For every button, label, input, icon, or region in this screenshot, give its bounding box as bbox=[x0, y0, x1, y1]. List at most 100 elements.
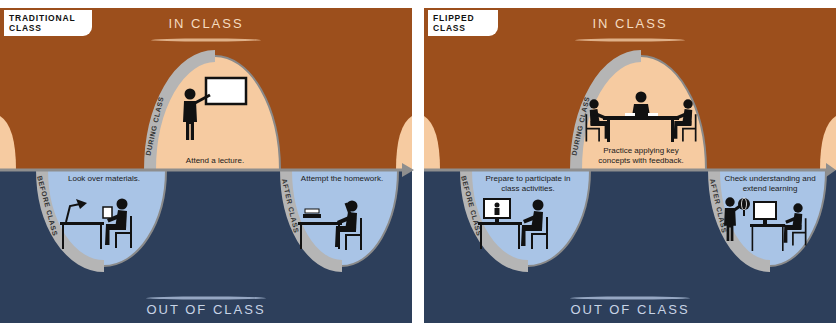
timeline-arrow bbox=[826, 163, 836, 177]
phase-description: Attend a lecture. bbox=[162, 156, 268, 166]
phase-pod: AFTER CLASSCheck understanding and exten… bbox=[714, 170, 826, 266]
review-illustration bbox=[742, 198, 747, 210]
review-illustration bbox=[750, 224, 785, 251]
group-work-illustration bbox=[674, 99, 696, 141]
phase-pod: BEFORE CLASSPrepare to participate in cl… bbox=[466, 170, 590, 266]
phase-pod-fill bbox=[150, 56, 280, 170]
lecture-illustration bbox=[183, 78, 246, 140]
review-illustration bbox=[743, 210, 745, 216]
phase-pod-outline bbox=[714, 170, 826, 266]
phase-description: Prepare to participate in class activiti… bbox=[480, 174, 576, 193]
edge-pod bbox=[396, 116, 412, 170]
reading-illustration bbox=[103, 207, 112, 218]
phase-pod-outline bbox=[576, 56, 706, 170]
homework-illustration bbox=[305, 209, 319, 213]
phase-pod-outline bbox=[286, 170, 398, 266]
title-glow bbox=[575, 39, 685, 42]
phase-pod-fill bbox=[466, 170, 590, 266]
lecture-illustration bbox=[183, 89, 197, 141]
phase-pod: AFTER CLASSAttempt the homework. bbox=[286, 170, 398, 266]
phase-pod-fill bbox=[42, 170, 166, 266]
review-illustration bbox=[784, 203, 806, 245]
phase-pod-fill bbox=[576, 56, 706, 170]
badge-label: TRADITIONAL CLASS bbox=[9, 13, 86, 33]
phase-pod-fill bbox=[714, 170, 826, 266]
review-illustration bbox=[763, 219, 767, 224]
phase-description: Check understanding and extend learning bbox=[722, 174, 818, 193]
title-glow bbox=[570, 39, 690, 300]
band-title: OUT OF CLASS bbox=[424, 302, 836, 317]
phase-pod: BEFORE CLASSLook over materials. bbox=[42, 170, 166, 266]
badge-label: FLIPPED CLASS bbox=[433, 13, 492, 33]
edge-pod bbox=[424, 116, 836, 170]
phase-pod-outline bbox=[150, 56, 280, 170]
edge-pod bbox=[0, 116, 16, 170]
review-illustration bbox=[724, 197, 736, 241]
phase-pod: DURING CLASSPractice applying key concep… bbox=[576, 56, 706, 170]
phase-pod-shape bbox=[42, 170, 166, 266]
class-type-badge: TRADITIONAL CLASS bbox=[4, 10, 92, 36]
computer-illustration bbox=[478, 222, 522, 249]
group-work-illustration bbox=[648, 113, 658, 116]
homework-illustration bbox=[298, 222, 342, 249]
title-glow bbox=[146, 39, 266, 300]
reading-illustration bbox=[66, 204, 80, 222]
title-glow bbox=[570, 297, 690, 300]
group-work-illustration bbox=[625, 113, 635, 116]
reading-illustration bbox=[105, 199, 131, 249]
computer-illustration bbox=[495, 208, 500, 215]
out-of-class-band: OUT OF CLASS BEFORE CLASSPrepare to parti… bbox=[424, 170, 836, 323]
phase-description: Attempt the homework. bbox=[294, 174, 390, 184]
phase-pod-shape bbox=[150, 56, 280, 170]
computer-illustration bbox=[495, 203, 500, 208]
timeline-arrow bbox=[0, 169, 404, 172]
timeline-arrow bbox=[424, 163, 836, 177]
title-glow bbox=[151, 39, 261, 42]
review-illustration bbox=[724, 197, 806, 251]
phase-description: Look over materials. bbox=[56, 174, 152, 184]
homework-illustration bbox=[335, 201, 361, 251]
out-of-class-band: OUT OF CLASS BEFORE CLASSLook over materi… bbox=[0, 170, 412, 323]
group-work-illustration bbox=[632, 104, 650, 116]
lecture-illustration bbox=[195, 95, 210, 103]
phase-pod: DURING CLASSAttend a lecture. bbox=[150, 56, 280, 170]
group-work-illustration bbox=[586, 99, 608, 141]
edge-pod bbox=[424, 116, 440, 170]
phase-pod-outline bbox=[466, 170, 590, 266]
homework-illustration bbox=[346, 203, 350, 214]
review-illustration bbox=[754, 202, 776, 219]
group-work-illustration bbox=[671, 120, 674, 142]
reading-illustration bbox=[60, 199, 131, 250]
computer-illustration bbox=[495, 218, 499, 222]
computer-illustration bbox=[521, 200, 547, 250]
timeline-arrow bbox=[0, 163, 414, 177]
reading-illustration bbox=[60, 222, 104, 249]
timeline-arrow bbox=[424, 169, 828, 172]
group-work-illustration bbox=[603, 116, 679, 120]
group-work-illustration bbox=[636, 92, 647, 103]
review-illustration bbox=[738, 198, 750, 210]
title-glow bbox=[146, 297, 266, 300]
phase-pod-shape bbox=[286, 170, 398, 266]
band-title: OUT OF CLASS bbox=[0, 302, 412, 317]
group-work-illustration bbox=[607, 120, 610, 142]
reading-illustration bbox=[76, 199, 87, 209]
edge-pod bbox=[0, 116, 412, 170]
homework-illustration bbox=[298, 201, 361, 251]
lecture-illustration bbox=[206, 78, 246, 104]
homework-illustration bbox=[303, 214, 321, 218]
in-class-band: IN CLASSFLIPPED CLASSDURING CLASSPractic… bbox=[424, 8, 836, 170]
phase-pod-fill bbox=[286, 170, 398, 266]
timeline-arrow bbox=[402, 163, 414, 177]
computer-illustration bbox=[484, 199, 510, 218]
class-type-badge: FLIPPED CLASS bbox=[428, 10, 498, 36]
edge-pod bbox=[820, 116, 836, 170]
phase-description: Practice applying key concepts with feed… bbox=[588, 146, 694, 165]
group-work-illustration bbox=[586, 92, 695, 143]
in-class-band: IN CLASSTRADITIONAL CLASSDURING CLASSAtt… bbox=[0, 8, 412, 170]
review-illustration bbox=[733, 206, 740, 211]
phase-pod-outline bbox=[42, 170, 166, 266]
